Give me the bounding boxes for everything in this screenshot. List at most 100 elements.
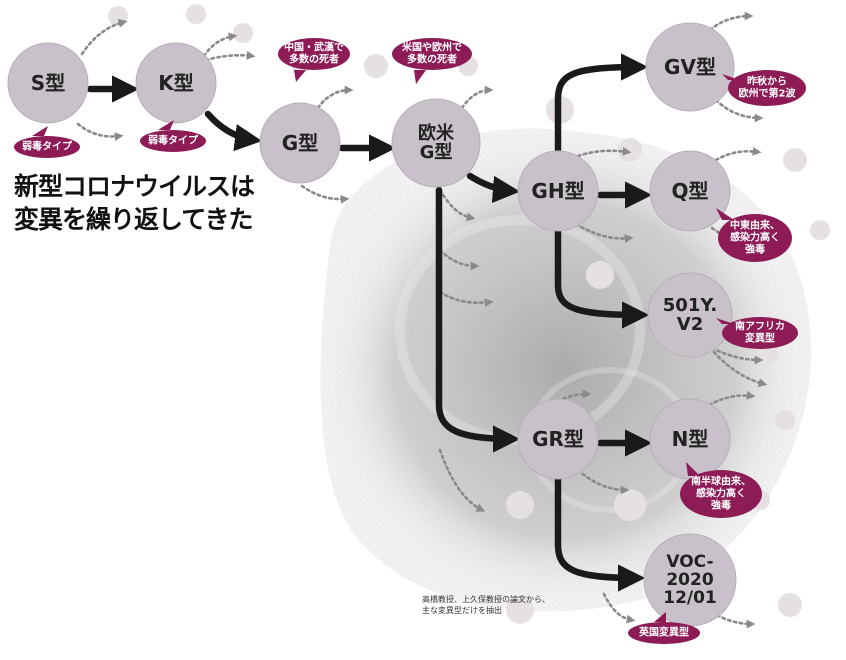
bubble-text: 南アフリカ (735, 320, 785, 333)
bubble-body (680, 470, 762, 518)
dotted-arrow (576, 146, 632, 158)
node-label: K型 (158, 71, 194, 95)
node-label: S型 (31, 71, 65, 95)
dotted-arrow (714, 146, 762, 162)
edge-eu-gh (466, 172, 521, 204)
bubble-tail (414, 70, 426, 84)
dotted-arrow (438, 248, 480, 271)
decor-dot (614, 489, 646, 521)
bubble-tail (32, 126, 48, 136)
bubble-s-weak: 弱毒タイプ (14, 126, 80, 158)
node-circle (7, 42, 89, 124)
decor-dot (762, 347, 778, 363)
dotted-arrow (438, 188, 476, 222)
decor-dot (778, 593, 802, 617)
node-gh: GH型 (517, 150, 599, 232)
dotted-arrow (714, 98, 764, 123)
dotted-arrow (708, 11, 754, 32)
node-label: 欧米 (418, 122, 455, 144)
dotted-arrow (712, 350, 768, 387)
bubble-text: 中国・武漢で (284, 41, 344, 54)
source-note-line-2: 主な変異型だけを抽出 (422, 606, 502, 615)
bubble-text: 欧州で第2波 (739, 87, 797, 100)
decor-dot (186, 4, 206, 24)
node-label: 12/01 (663, 588, 717, 608)
dotted-arrow (202, 32, 238, 58)
background-texture (320, 128, 812, 612)
node-label: 2020 (666, 570, 713, 590)
node-label: VOC- (666, 552, 713, 572)
node-g: G型 (259, 102, 341, 184)
node-k: K型 (135, 42, 217, 124)
node-circle (517, 150, 599, 232)
node-label: G型 (420, 141, 453, 163)
bubble-text: 英国変異型 (638, 626, 689, 639)
decor-dot (775, 410, 795, 430)
node-circle (517, 398, 599, 480)
dotted-arrow (438, 290, 494, 307)
bubble-text: 弱毒タイプ (148, 134, 199, 147)
dotted-arrow (574, 222, 634, 244)
node-label: V2 (677, 314, 703, 335)
node-gv: GV型 (645, 22, 735, 112)
bubble-text: 中東由来、 (730, 219, 780, 232)
bubble-body (628, 622, 700, 644)
decor-dot (810, 220, 830, 240)
edge-k-g (204, 110, 263, 152)
decor-dot (618, 138, 642, 162)
bubble-body (718, 214, 792, 262)
bubble-text: 多数の死者 (407, 53, 457, 66)
edge-gh-v2 (554, 228, 650, 329)
bubble-text: 南半球由来、 (691, 475, 751, 488)
dotted-arrow (710, 346, 764, 365)
dotted-arrow (438, 448, 486, 512)
bubble-text: 感染力高く (730, 231, 780, 244)
bubble-text: 多数の死者 (289, 53, 339, 66)
node-circle (135, 42, 217, 124)
bubble-text: 感染力高く (696, 487, 746, 500)
bubble-tail (716, 208, 734, 220)
node-circle (649, 150, 731, 232)
bubble-body (278, 38, 350, 70)
node-label: G型 (282, 131, 318, 155)
headline-line-1: 新型コロナウイルスは (14, 172, 255, 201)
bubble-body (14, 136, 80, 158)
bubble-body (392, 38, 472, 70)
decor-dot (364, 54, 388, 78)
dotted-arrow (460, 85, 494, 110)
bubble-text: 強毒 (745, 243, 765, 256)
dotted-arrow (76, 122, 124, 142)
node-n: N型 (649, 398, 731, 480)
decor-dot (506, 491, 534, 519)
node-label: Q型 (671, 179, 708, 203)
dotted-branch-arrows (76, 11, 768, 629)
bubble-body (722, 317, 798, 349)
bubble-text: 強毒 (711, 499, 731, 512)
bubble-tail (294, 70, 306, 82)
dotted-arrow (300, 184, 350, 204)
headline-line-2: 変異を繰り返してきた (14, 205, 254, 234)
dotted-arrow (602, 592, 636, 624)
node-label: GH型 (531, 179, 584, 203)
node-circle (645, 22, 735, 112)
node-v2: 501Y.V2 (647, 272, 733, 358)
bubble-tail (716, 318, 734, 324)
edge-gh-gv (554, 53, 649, 154)
node-label: GR型 (532, 427, 584, 451)
dotted-arrow (702, 390, 756, 410)
dotted-arrow (576, 468, 630, 495)
bubble-text: 変異型 (745, 332, 775, 345)
bubble-k-weak: 弱毒タイプ (140, 120, 206, 152)
node-circle (647, 272, 733, 358)
bubble-text: 弱毒タイプ (22, 140, 73, 153)
dotted-arrow (198, 50, 256, 64)
dotted-arrow (316, 85, 354, 110)
